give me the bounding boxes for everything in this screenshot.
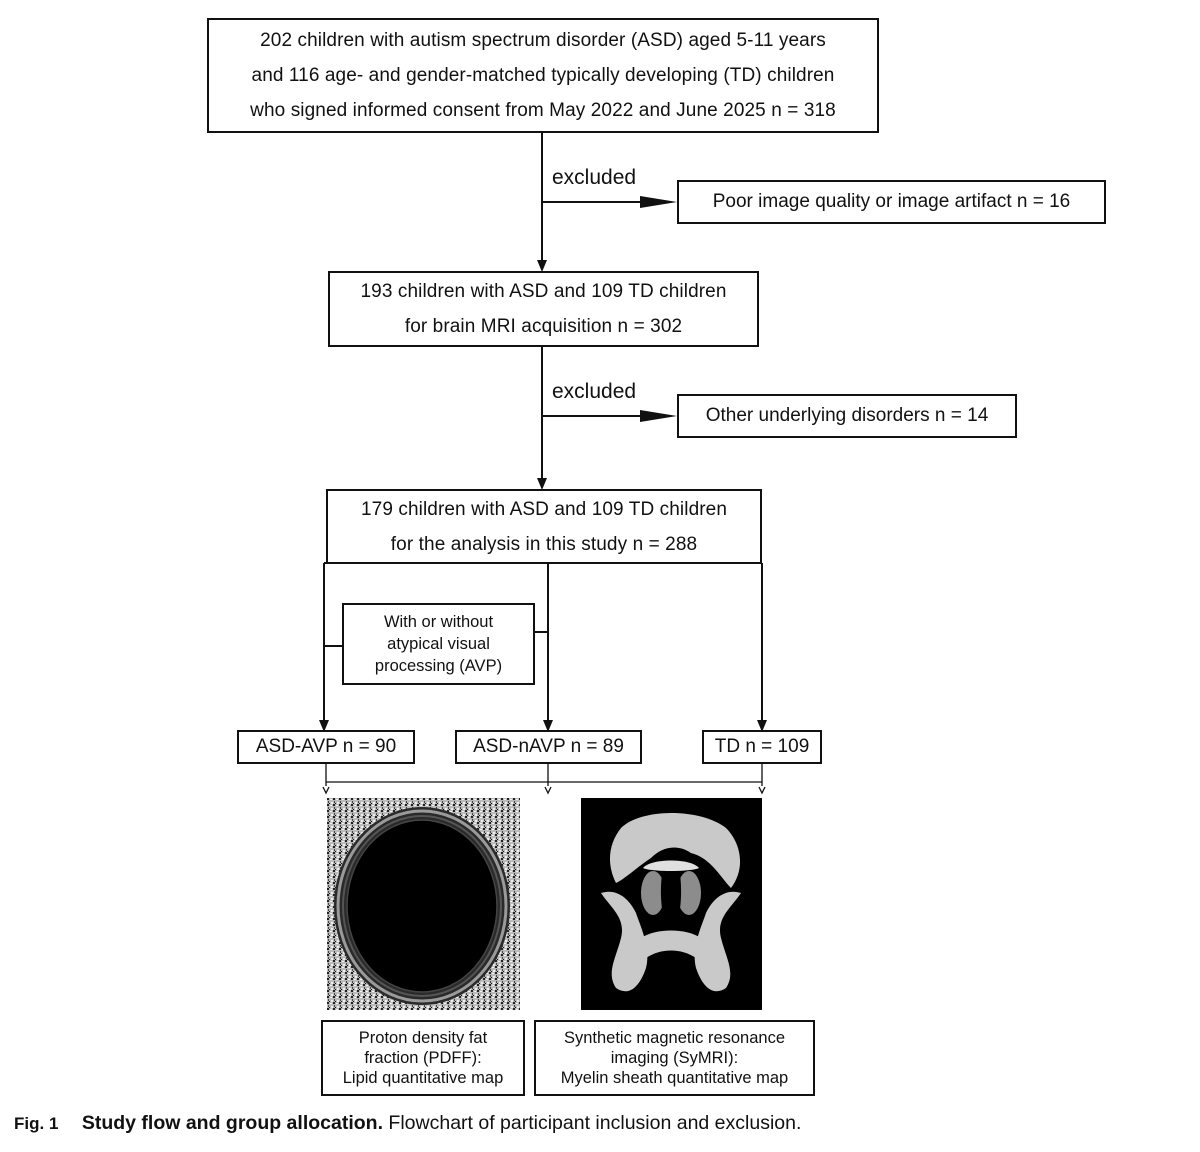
excluded-label-1: excluded bbox=[552, 166, 637, 189]
pdff-map-image bbox=[327, 798, 520, 1010]
arrowhead-asd-navp bbox=[543, 720, 553, 732]
mri-box: 193 children with ASD and 109 TD childre… bbox=[328, 271, 759, 347]
group-label-asd-avp: ASD-AVP n = 90 bbox=[255, 736, 397, 757]
group-label-asd-navp: ASD-nAVP n = 89 bbox=[473, 736, 624, 757]
exclusion-box-1: Poor image quality or image artifact n =… bbox=[677, 180, 1106, 224]
analysis-line-2: for the analysis in this study n = 288 bbox=[390, 533, 698, 555]
enrolled-line-1: 202 children with autism spectrum disord… bbox=[260, 30, 826, 51]
figure-title: Study flow and group allocation. bbox=[81, 1112, 383, 1134]
group-label-td: TD n = 109 bbox=[714, 736, 810, 757]
avp-line-3: processing (AVP) bbox=[374, 657, 503, 675]
avp-line-2: atypical visual bbox=[387, 635, 490, 653]
symri-line-3: Myelin sheath quantitative map bbox=[560, 1069, 789, 1087]
arrowhead-small-left bbox=[322, 786, 330, 795]
arrowhead-analysis bbox=[537, 478, 547, 490]
group-box-asd-navp: ASD-nAVP n = 89 bbox=[455, 730, 642, 764]
exclusion-text-1: Poor image quality or image artifact n =… bbox=[712, 191, 1071, 212]
arrowhead-exclusion-2 bbox=[640, 410, 677, 422]
symri-line-2: imaging (SyMRI): bbox=[610, 1049, 739, 1067]
arrowhead-exclusion-1 bbox=[640, 196, 677, 208]
pdff-line-3: Lipid quantitative map bbox=[342, 1069, 504, 1087]
pdff-line-2: fraction (PDFF): bbox=[364, 1049, 482, 1067]
group-box-asd-avp: ASD-AVP n = 90 bbox=[237, 730, 415, 764]
arrowhead-td bbox=[757, 720, 767, 732]
group-box-td: TD n = 109 bbox=[702, 730, 822, 764]
symri-map-image bbox=[581, 798, 762, 1010]
enrolled-line-3: who signed informed consent from May 202… bbox=[250, 100, 836, 121]
mri-line-2: for brain MRI acquisition n = 302 bbox=[404, 316, 683, 337]
enrolled-line-2: and 116 age- and gender-matched typicall… bbox=[251, 65, 835, 86]
arrowhead-asd-avp bbox=[319, 720, 329, 732]
pdff-line-1: Proton density fat bbox=[358, 1029, 488, 1047]
mri-line-1: 193 children with ASD and 109 TD childre… bbox=[360, 281, 727, 302]
analysis-box: 179 children with ASD and 109 TD childre… bbox=[326, 489, 762, 564]
arrowhead-small-mid bbox=[544, 786, 552, 795]
avp-line-1: With or without bbox=[383, 613, 494, 631]
excluded-label-2: excluded bbox=[552, 380, 637, 403]
pdff-caption-box: Proton density fat fraction (PDFF): Lipi… bbox=[321, 1020, 525, 1096]
avp-criterion-box: With or without atypical visual processi… bbox=[342, 603, 535, 685]
figure-caption-text: Flowchart of participant inclusion and e… bbox=[388, 1112, 802, 1134]
exclusion-box-2: Other underlying disorders n = 14 bbox=[677, 394, 1017, 438]
figure-label: Fig. 1 bbox=[14, 1114, 59, 1133]
arrowhead-small-right bbox=[758, 786, 766, 795]
symri-caption-box: Synthetic magnetic resonance imaging (Sy… bbox=[534, 1020, 815, 1096]
analysis-line-1: 179 children with ASD and 109 TD childre… bbox=[360, 498, 728, 520]
arrowhead-mri bbox=[537, 260, 547, 272]
figure-caption: Fig. 1 Study flow and group allocation. … bbox=[14, 1112, 801, 1135]
symri-line-1: Synthetic magnetic resonance bbox=[563, 1029, 786, 1047]
enrolled-box: 202 children with autism spectrum disord… bbox=[207, 18, 879, 133]
exclusion-text-2: Other underlying disorders n = 14 bbox=[705, 405, 989, 426]
